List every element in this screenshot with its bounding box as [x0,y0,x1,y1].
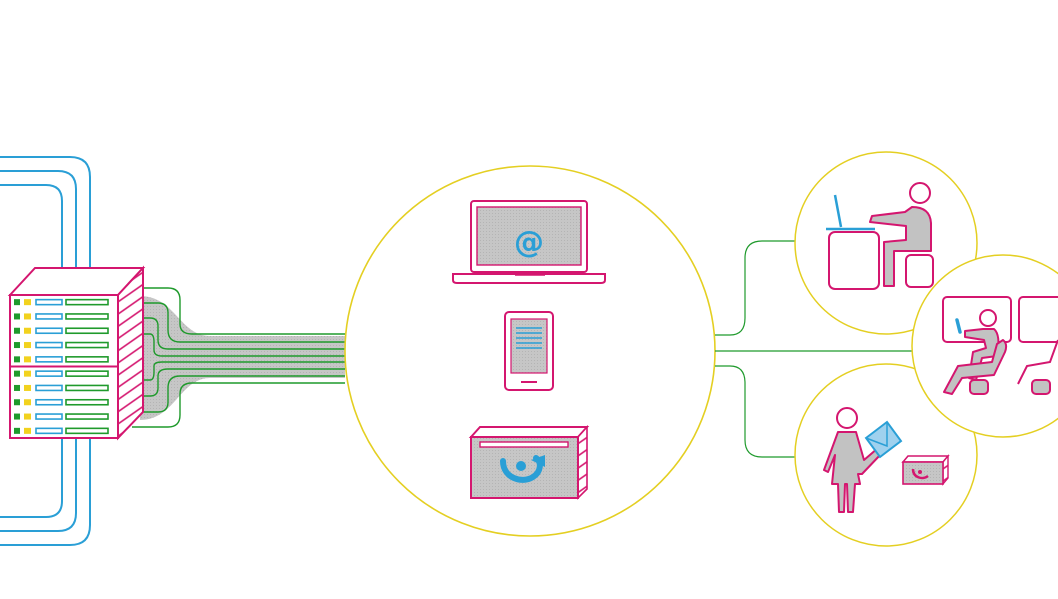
server-led-yellow [24,313,31,320]
server-led-green [14,342,20,349]
network-cables [0,156,91,546]
recipient-mail-user [794,363,978,547]
server-status-bar [65,341,109,349]
recipient-laptop-user [794,151,978,335]
server-led-green [14,313,20,320]
server-led-yellow [24,327,31,334]
server-status-bar [65,384,109,392]
post-horn-icon [500,455,545,483]
server-drive-bar [35,313,63,320]
server-status-bar [65,413,109,420]
recipient-mobile-user [911,254,1058,438]
person-on-train-with-phone-icon [942,296,1058,395]
woman-with-letter-and-mailbox-icon [823,407,950,513]
server-units [10,298,118,435]
server-status-bar [65,298,109,306]
server-led-green [14,327,20,334]
tablet-icon [504,311,554,391]
recipient-connectors [715,240,912,458]
server-status-bar [65,398,109,406]
person-at-laptop-icon [826,182,934,290]
postbox-icon [468,424,590,500]
server-status-bar [65,327,109,335]
server-drive-bar [35,427,63,435]
channel-hub: @ [344,165,716,537]
server-drive-bar [35,327,63,335]
server-led-green [14,413,20,420]
server-drive-bar [35,298,63,306]
server-led-green [14,299,20,306]
server-led-yellow [24,413,31,420]
server-drive-bar [35,341,63,349]
server-led-yellow [24,356,31,363]
server-led-yellow [24,370,31,377]
server-drive-bar [35,356,63,363]
server-status-bar [65,313,109,320]
server-drive-bar [35,370,63,377]
server-led-green [14,427,20,434]
envelope-icon [864,420,903,459]
data-flow-band [132,287,345,428]
server-status-bar [65,356,109,363]
server-led-green [14,384,20,391]
server-led-yellow [24,399,31,406]
server-status-bar [65,427,109,435]
server-drive-bar [35,398,63,406]
server-led-green [14,370,20,377]
server-rack-icon [7,265,146,441]
laptop-icon: @ [452,200,606,284]
server-led-green [14,356,20,363]
server-status-bar [65,370,109,377]
server-led-yellow [24,299,31,306]
small-mailbox-icon [901,454,950,486]
server-led-green [14,399,20,406]
at-sign-icon: @ [514,225,544,260]
server-led-yellow [24,427,31,434]
server-led-yellow [24,342,31,349]
server-drive-bar [35,413,63,420]
server-led-yellow [24,384,31,391]
server-drive-bar [35,384,63,392]
